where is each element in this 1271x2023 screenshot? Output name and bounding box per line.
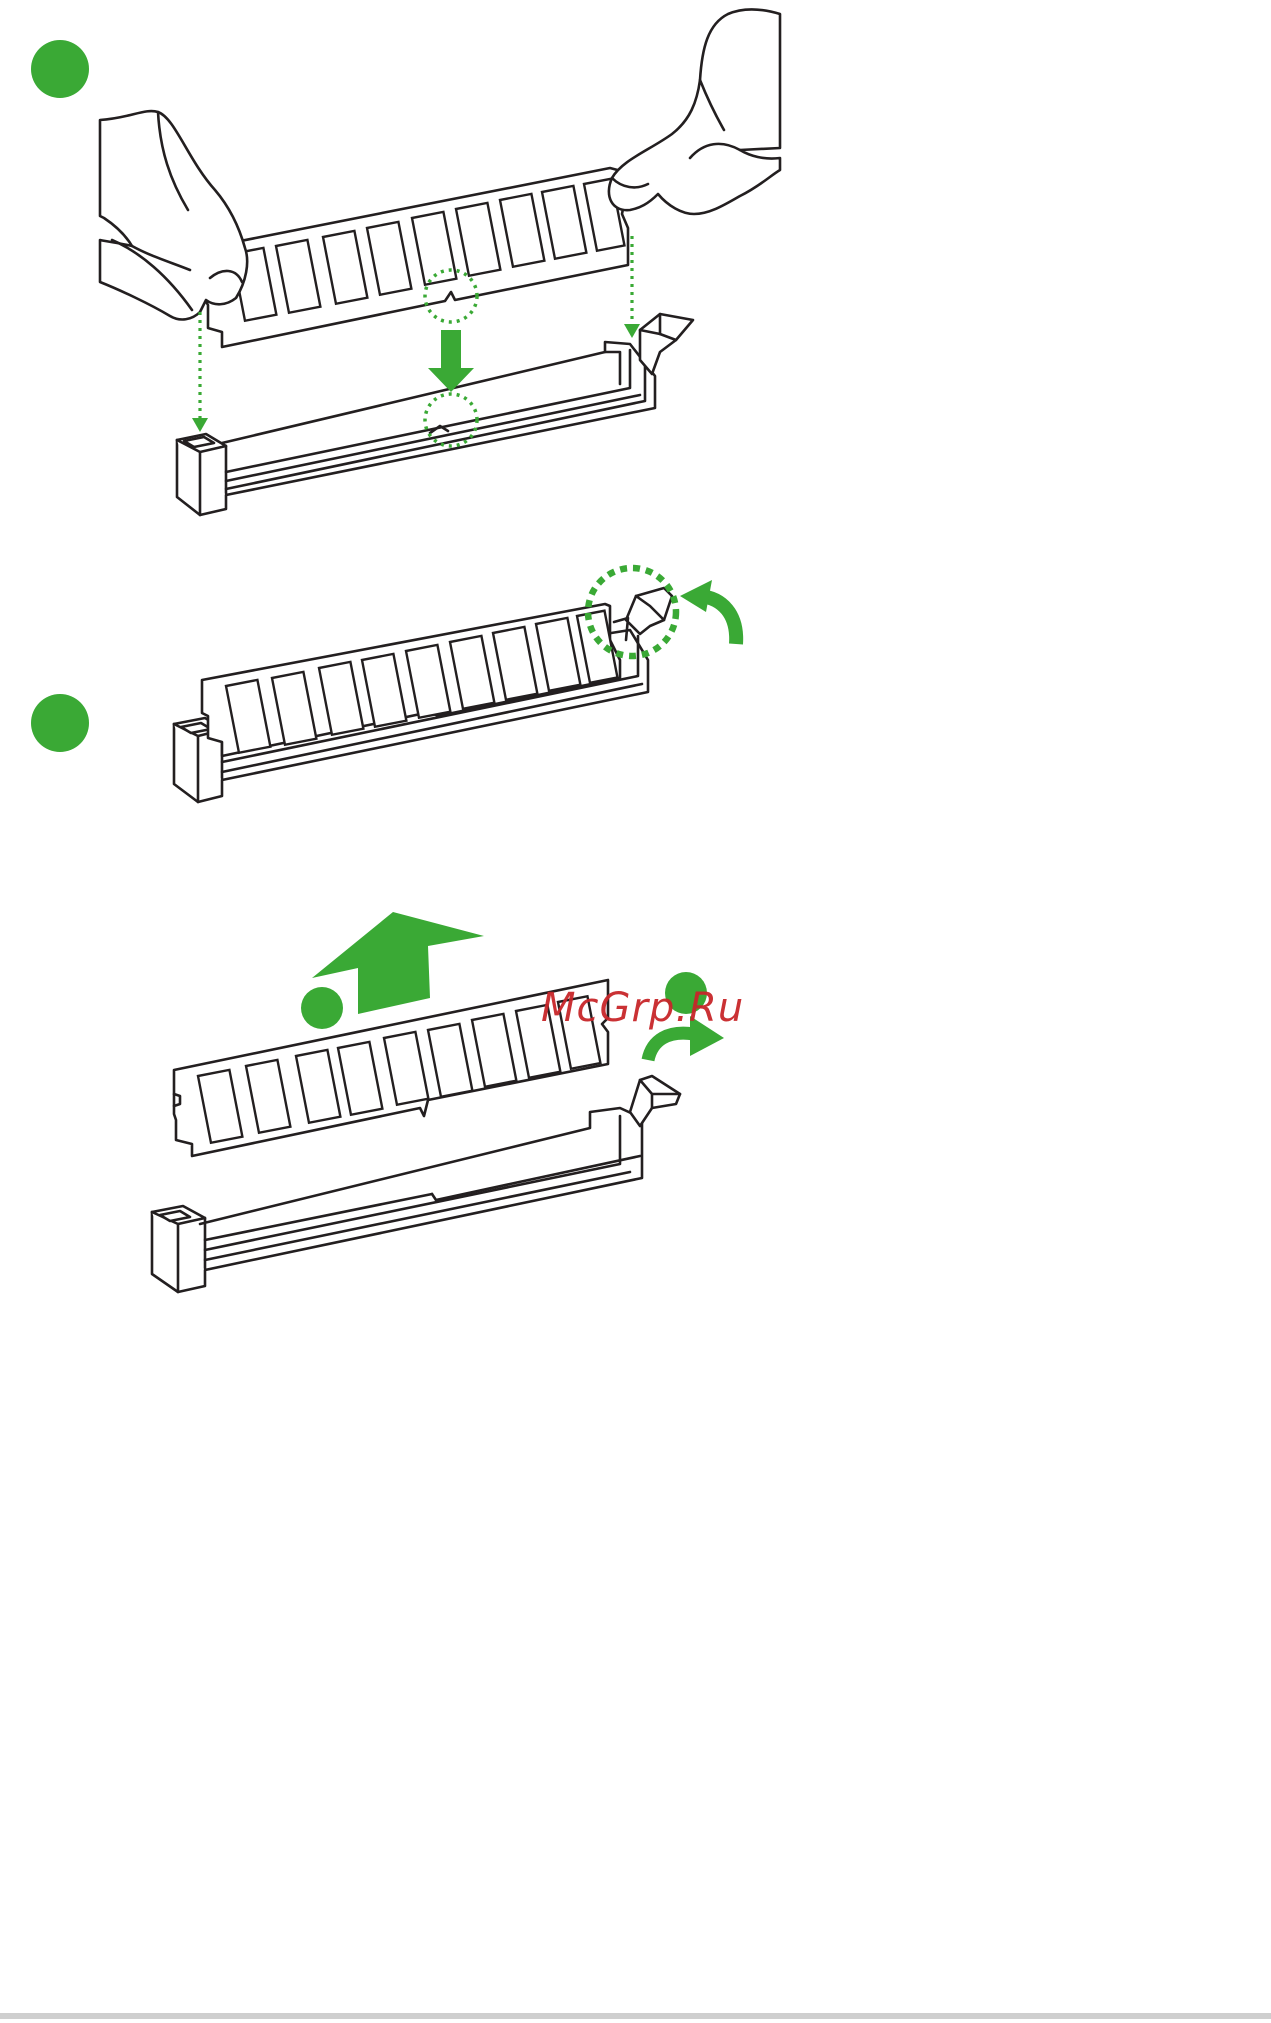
install-step-2 bbox=[31, 568, 736, 802]
step-1-marker bbox=[31, 40, 89, 98]
watermark-text: McGrp.Ru bbox=[541, 985, 744, 1031]
clip-lock-arrow-icon bbox=[680, 580, 736, 644]
remove-step-marker-1 bbox=[301, 987, 343, 1029]
install-step-1 bbox=[31, 10, 780, 516]
dimm-slot-icon bbox=[177, 314, 693, 515]
insert-down-arrow-icon bbox=[428, 330, 474, 392]
memory-module-icon bbox=[205, 168, 628, 347]
step-2-marker bbox=[31, 694, 89, 752]
remove-step bbox=[152, 912, 724, 1292]
page-bottom-rule bbox=[0, 2013, 1271, 2019]
